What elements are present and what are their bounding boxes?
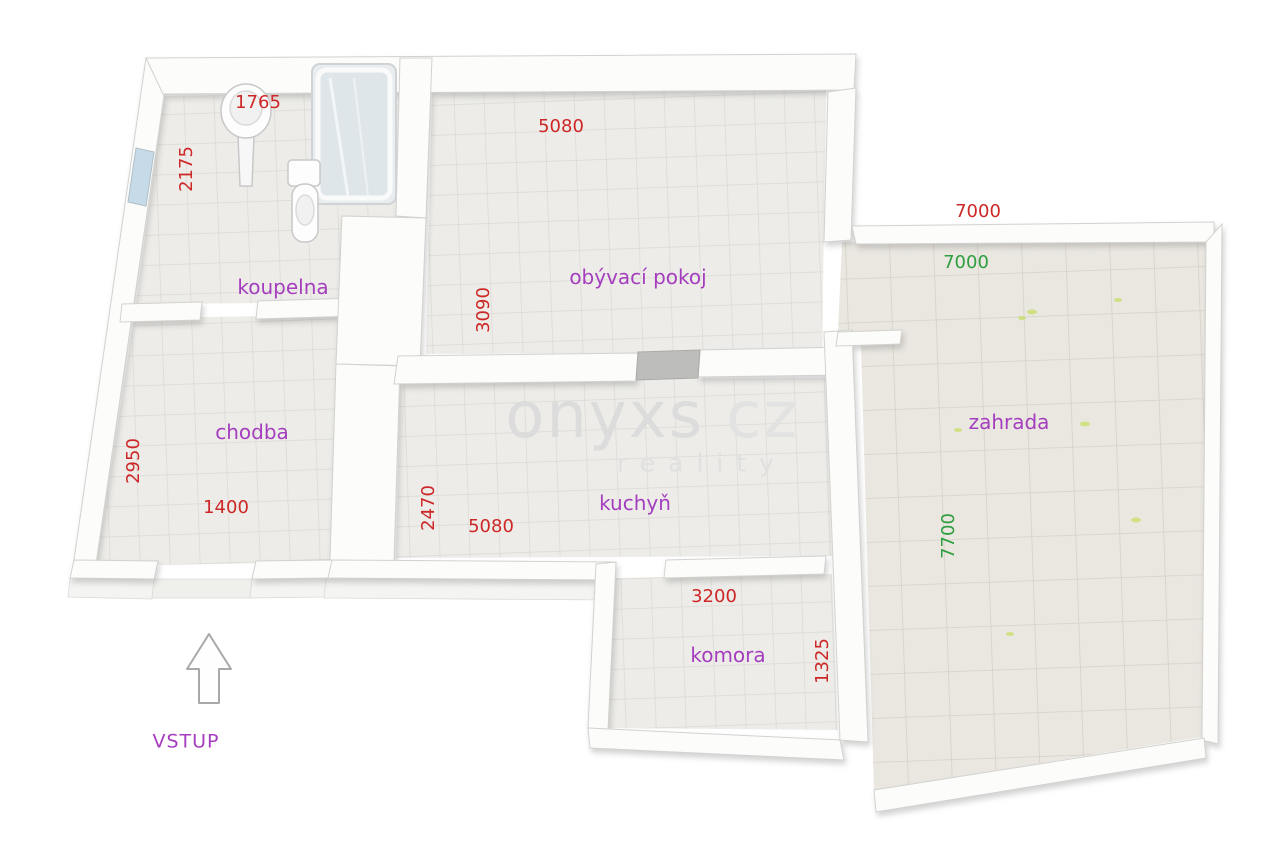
room-label-chodba: chodba	[215, 420, 289, 444]
wall-komora-top	[663, 555, 827, 579]
entrance-arrow-icon	[186, 633, 232, 704]
dim-obyvaci-width: 5080	[538, 116, 584, 137]
wall-right-upper	[823, 87, 857, 243]
entrance-label: VSTUP	[152, 730, 220, 753]
washbasin-icon	[220, 83, 272, 187]
dim-chodba-depth: 2950	[123, 438, 144, 484]
dim-zahrada-width: 7000	[943, 252, 989, 273]
room-label-komora: komora	[690, 643, 766, 667]
wall-right-lower	[823, 329, 869, 743]
wall-garden-bottom	[873, 737, 1207, 813]
floor-zahrada	[858, 242, 1208, 790]
floors	[96, 90, 1208, 790]
floor-obyvaci-pokoj	[426, 90, 826, 354]
dim-komora-depth: 1325	[812, 638, 833, 684]
grass-specks	[954, 298, 1141, 636]
dim-komora-width: 3200	[691, 586, 737, 607]
dim-koupelna-width: 1765	[235, 92, 281, 113]
dim-koupelna-depth: 2175	[176, 146, 197, 192]
toilet-icon	[287, 159, 321, 243]
dim-kuchyn-depth: 2470	[418, 485, 439, 531]
room-label-obyvaci-pokoj: obývací pokoj	[569, 265, 707, 289]
wall-hall-bottom-right	[251, 559, 333, 580]
dim-obyvaci-depth: 3090	[473, 287, 494, 333]
dim-zahrada-depth: 7700	[938, 513, 959, 559]
watermark-subtitle: reality	[617, 448, 787, 478]
wall-bath-bottom-left	[119, 301, 203, 323]
dim-zahrada-width-outer: 7000	[955, 201, 1001, 222]
room-label-kuchyn: kuchyň	[599, 491, 671, 515]
watermark-brand: onyxs	[505, 379, 705, 453]
floor-chodba	[96, 315, 340, 566]
wall-garden-right	[1201, 222, 1223, 745]
dim-kuchyn-width: 5080	[468, 516, 514, 537]
room-label-koupelna: koupelna	[237, 275, 329, 299]
wall-komora-bottom	[587, 727, 845, 761]
wall-terasa-bottom	[835, 329, 903, 347]
wall-hall-bottom-left	[69, 559, 159, 580]
room-label-zahrada: zahrada	[968, 410, 1050, 434]
wall-living-kitchen-left	[393, 352, 639, 385]
window-icon	[127, 147, 155, 207]
doorway-threshold	[635, 349, 701, 381]
floor-komora	[608, 574, 838, 730]
shower-icon	[311, 63, 397, 205]
wall-faces	[67, 577, 613, 601]
fixtures	[220, 63, 397, 243]
dim-chodba-width: 1400	[203, 497, 249, 518]
watermark-tld: cz	[726, 379, 799, 453]
floor-kuchyn	[396, 378, 832, 558]
